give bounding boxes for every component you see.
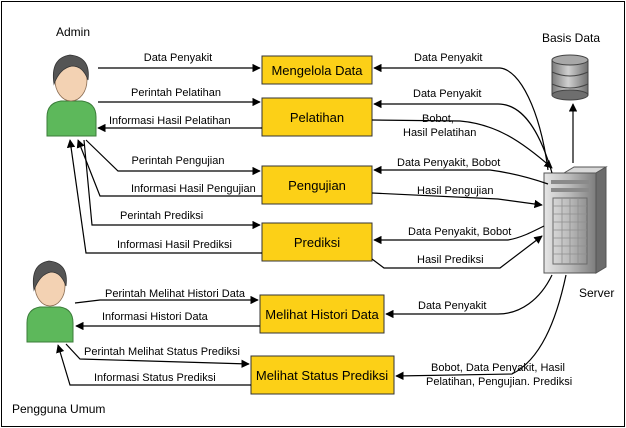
process-box-view-history (259, 294, 385, 334)
flow-prediction-to-admin (66, 139, 262, 254)
flow-label-history-cmd: Perintah Melihat Histori Data (105, 288, 246, 300)
flow-label-server-status-2: Pelatihan, Pengujian. Prediksi (426, 376, 572, 388)
flow-server-to-testing (373, 165, 549, 185)
flow-label-testing-result: Hasil Pengujian (417, 185, 493, 197)
flow-training-to-server (371, 119, 553, 169)
flow-label-admin-prediction: Perintah Prediksi (120, 210, 203, 222)
flow-user-to-history (74, 295, 259, 305)
flow-user-to-status (65, 343, 250, 368)
flow-label-server-prediction: Data Penyakit, Bobot (408, 226, 511, 238)
flow-label-server-manage-data: Data Penyakit (414, 52, 482, 64)
flow-label-server-history: Data Penyakit (418, 300, 486, 312)
flow-label-admin-manage-data: Data Penyakit (144, 52, 212, 64)
process-box-training (261, 97, 373, 137)
process-box-testing (261, 165, 373, 205)
flow-label-server-training: Data Penyakit (413, 88, 481, 100)
database-label: Basis Data (542, 31, 600, 45)
flow-server-to-prediction (373, 225, 545, 245)
flow-label-history-info: Informasi Histori Data (102, 311, 209, 323)
process-box-manage-data (261, 55, 373, 85)
process-label-training: Pelatihan (290, 110, 344, 125)
flow-label-status-cmd: Perintah Melihat Status Prediksi (84, 346, 240, 358)
database-icon (551, 54, 589, 101)
process-label-view-status: Melihat Status Prediksi (256, 368, 388, 383)
admin-label: Admin (56, 25, 90, 39)
admin-actor-icon (46, 54, 97, 137)
flow-label-testing-info: Informasi Hasil Pengujian (131, 183, 256, 195)
flow-label-training-info: Informasi Hasil Pelatihan (109, 115, 231, 127)
server-icon (543, 166, 608, 274)
flow-server-to-manage-data (373, 63, 549, 171)
flow-label-prediction-info: Informasi Hasil Prediksi (117, 239, 232, 251)
flow-admin-to-prediction (83, 139, 261, 230)
flow-label-server-testing: Data Penyakit, Bobot (397, 157, 500, 169)
flow-label-status-info: Informasi Status Prediksi (94, 372, 216, 384)
flow-admin-to-testing (85, 139, 261, 176)
process-label-testing: Pengujian (288, 178, 346, 193)
server-label: Server (579, 286, 614, 300)
flow-server-to-history (385, 274, 553, 319)
process-label-manage-data: Mengelola Data (271, 63, 363, 78)
flow-label-prediction-result: Hasil Prediksi (417, 254, 484, 266)
flow-server-to-status (395, 274, 567, 381)
flow-label-server-status-1: Bobot, Data Penyakit, Hasil (431, 362, 565, 374)
flow-server-to-training (373, 99, 553, 174)
flow-label-admin-training: Perintah Pelatihan (131, 87, 221, 99)
flow-testing-to-server (371, 192, 543, 209)
process-box-view-status (250, 355, 395, 395)
process-label-view-history: Melihat Histori Data (265, 307, 379, 322)
public-user-label: Pengguna Umum (12, 402, 105, 416)
flow-status-to-user (56, 344, 251, 386)
flow-label-training-result-1: Bobot, (422, 113, 454, 125)
process-box-prediction (261, 222, 373, 262)
public-user-actor-icon (26, 260, 74, 343)
process-label-prediction: Prediksi (294, 235, 340, 250)
flow-label-training-result-2: Hasil Pelatihan (403, 127, 476, 139)
flow-prediction-to-server (371, 235, 543, 269)
flow-label-admin-testing: Perintah Pengujian (132, 155, 225, 167)
